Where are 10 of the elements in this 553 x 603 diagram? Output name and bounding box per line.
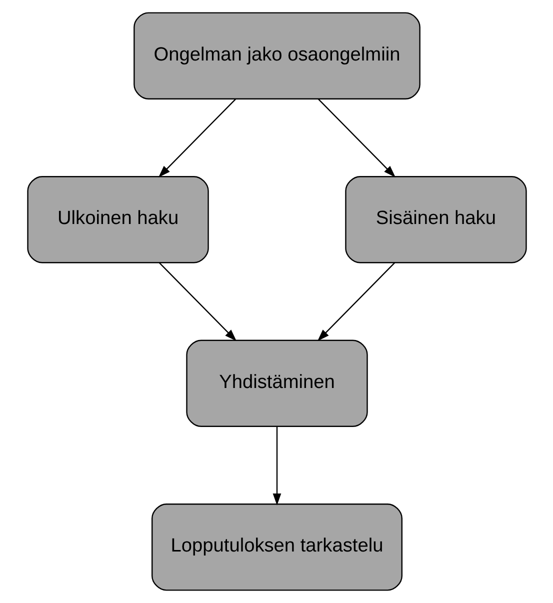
node-box: Ulkoinen haku	[26, 176, 208, 264]
arrow	[158, 262, 236, 342]
arrow	[316, 262, 395, 342]
arrow	[317, 98, 396, 178]
arrow	[158, 98, 236, 178]
node-box: Lopputuloksen tarkastelu	[151, 504, 402, 591]
node-box: Sisäinen haku	[344, 176, 526, 264]
arrow	[272, 426, 281, 506]
node-box: Yhdistäminen	[186, 340, 368, 427]
node-box: Ongelman jako osaongelmiin	[133, 12, 420, 100]
